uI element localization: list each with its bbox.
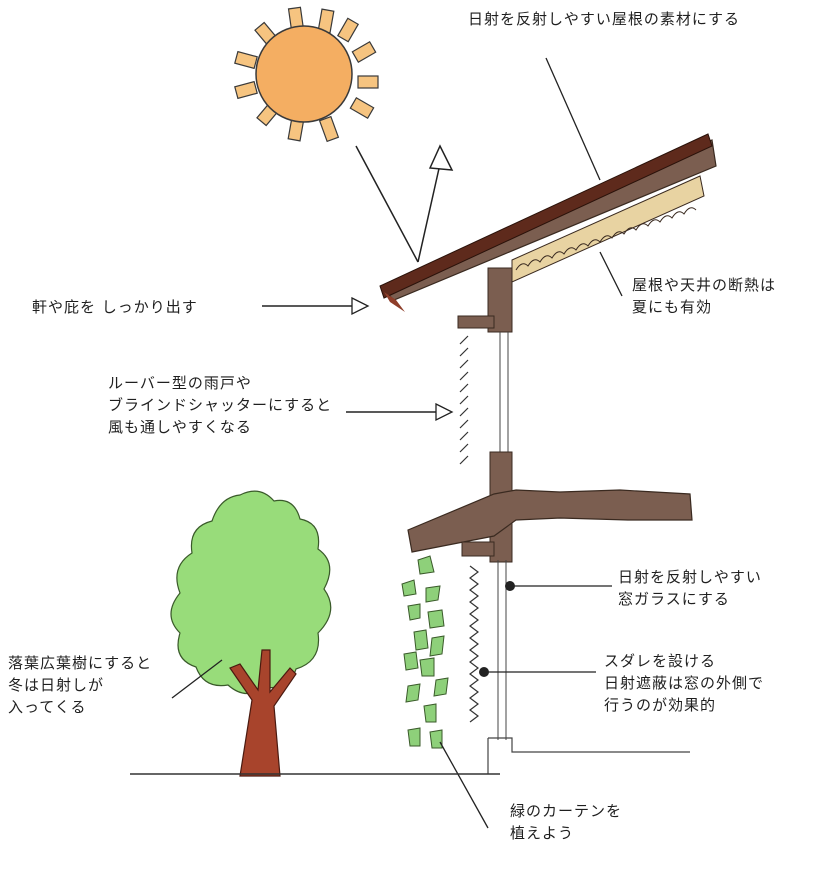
green-curtain-vines — [401, 555, 449, 749]
sudare-label: スダレを設ける 日射遮蔽は窓の外側で 行うのが効果的 — [604, 652, 765, 714]
floor-eave — [407, 489, 693, 553]
tree-leader — [171, 659, 223, 699]
wall-structure — [407, 267, 693, 774]
green-curtain-leader — [439, 741, 489, 829]
sun-icon — [234, 6, 379, 143]
insulation-coil — [515, 207, 697, 271]
louver-arrowhead-icon — [435, 402, 454, 422]
louver-shutter — [459, 335, 469, 465]
louver-label: ルーバー型の雨戸や ブラインドシャッターにすると 風も通しやすくなる — [108, 374, 333, 436]
eaves-arrowhead-icon — [351, 296, 370, 316]
tree-canopy — [170, 490, 332, 695]
green-curtain-label: 緑のカーテンを 植えよう — [510, 802, 623, 842]
eaves-label: 軒や庇を しっかり出す — [32, 298, 198, 316]
sudare-blind — [469, 565, 479, 723]
insulation-label: 屋根や天井の断熱は 夏にも有効 — [632, 276, 777, 316]
reflection-arrowhead-icon — [428, 144, 454, 171]
tree-trunk — [229, 649, 297, 777]
roof-material-leader — [545, 57, 601, 181]
reflected-ray-line — [417, 163, 441, 263]
deciduous-tree — [170, 490, 332, 777]
insulation-leader — [599, 251, 623, 297]
roof-material-label: 日射を反射しやすい屋根の素材にする — [468, 10, 741, 28]
sun-disc — [255, 25, 353, 123]
eaves-arrow — [262, 296, 370, 316]
glass-marker-icon — [505, 581, 515, 591]
louver-arrow — [346, 402, 454, 422]
sun-ray-line — [355, 145, 419, 263]
sudare-marker-icon — [479, 667, 489, 677]
deciduous-tree-label: 落葉広葉樹にすると 冬は日射しが 入ってくる — [8, 654, 153, 716]
window-glass-label: 日射を反射しやすい 窓ガラスにする — [618, 568, 762, 608]
